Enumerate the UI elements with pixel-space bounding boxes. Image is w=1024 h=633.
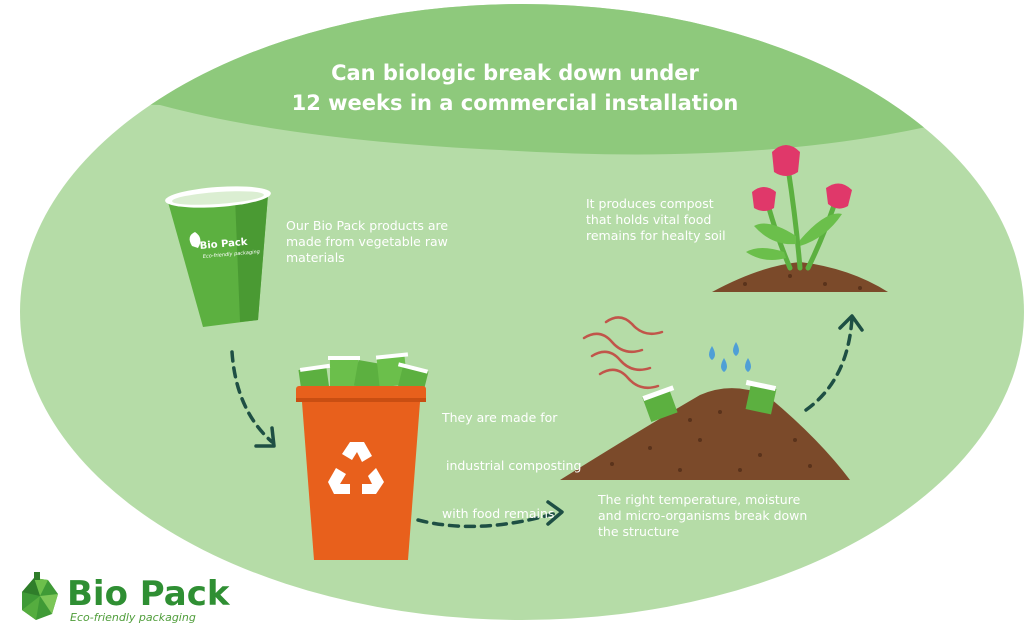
step-1-line-3: materials (286, 250, 345, 265)
diagram-title: Can biologic break down under 12 weeks i… (250, 58, 780, 118)
step-2-line-1: They are made for (442, 410, 558, 425)
step-2-text: They are made for industrial composting … (442, 378, 581, 538)
title-line-1: Can biologic break down under (331, 61, 699, 85)
arrowhead-pile-to-flowers (838, 314, 864, 332)
cup-in-pile-left (642, 385, 678, 423)
step-3-line-1: The right temperature, moisture (598, 492, 801, 507)
flowers-illustration (712, 145, 888, 292)
step-3-line-3: the structure (598, 524, 680, 539)
step-3-line-2: and micro-organisms break down (598, 508, 808, 523)
step-1-line-1: Our Bio Pack products are (286, 218, 449, 233)
brand-name: Bio Pack (67, 574, 230, 614)
step-1-line-2: made from vegetable raw (286, 234, 448, 249)
cup-in-pile-right (745, 379, 777, 415)
step-2-line-2: industrial composting (442, 458, 582, 473)
arrow-cup-to-bin (230, 350, 274, 444)
recycling-bin (296, 352, 429, 560)
step-4-line-3: remains for healty soil (586, 228, 726, 243)
step-4-line-2: that holds vital food (586, 212, 712, 227)
arrow-bin-to-pile (416, 510, 562, 529)
heat-waves-icon (582, 316, 664, 389)
step-4-line-1: It produces compost (586, 196, 714, 211)
biopack-logo-icon (22, 572, 58, 620)
arrowhead-cup-to-bin (254, 426, 276, 448)
cup-brand: Bio Pack (199, 237, 248, 252)
arrow-pile-to-flowers (804, 316, 854, 412)
water-droplets-icon (709, 342, 751, 372)
step-3-text: The right temperature, moisture and micr… (598, 492, 807, 540)
step-1-text: Our Bio Pack products are made from vege… (286, 218, 448, 266)
step-4-text: It produces compost that holds vital foo… (586, 196, 726, 244)
title-line-2: 12 weeks in a commercial installation (291, 91, 739, 115)
compost-pile (560, 316, 850, 480)
cup-illustration: Bio Pack Eco-friendly packaging (165, 186, 271, 327)
recycle-icon (328, 442, 384, 494)
cup-tagline: Eco-friendly packaging (203, 249, 260, 260)
cup-leaf-icon (189, 232, 201, 248)
arrowhead-bin-to-pile (546, 500, 564, 526)
brand-tagline: Eco-friendly packaging (70, 611, 196, 624)
step-2-line-3: with food remains (442, 506, 555, 521)
